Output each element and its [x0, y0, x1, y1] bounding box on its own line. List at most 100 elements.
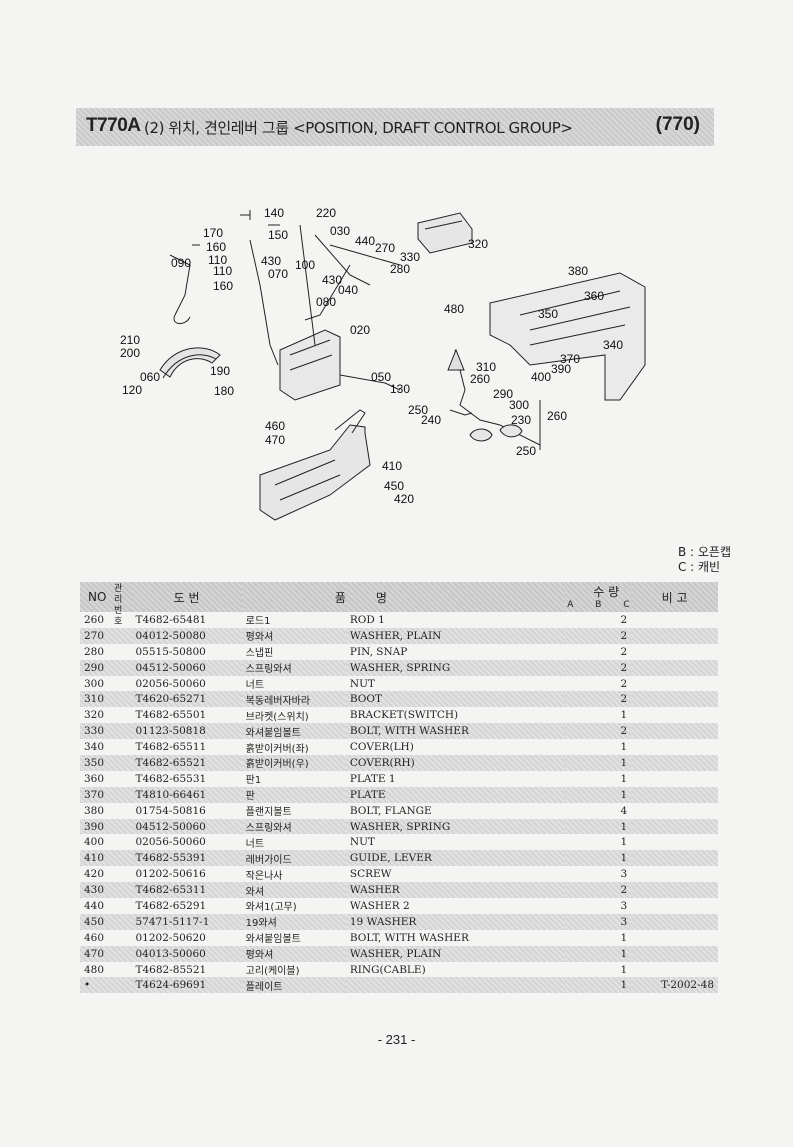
header-qty-c: C — [623, 600, 630, 610]
cell-qty: 2 — [620, 645, 628, 658]
cell-qty: 2 — [620, 677, 628, 690]
cell-name-kr: 와셔붙임볼트 — [241, 723, 346, 740]
cell-name-en: BOLT, WITH WASHER — [345, 723, 566, 740]
cell-qty: 1 — [620, 709, 628, 722]
cell-name-kr: 와셔붙임볼트 — [245, 934, 301, 946]
cell-remarks — [631, 676, 718, 692]
cell-name-en: BRACKET(SWITCH) — [349, 709, 459, 722]
cell-name-en: RING(CABLE) — [349, 963, 426, 976]
callout-430b: 430 — [322, 273, 342, 287]
cell-no: 310 — [80, 691, 132, 708]
cell-drawing-no: T4620-65271 — [131, 691, 242, 708]
cell-name-kr: 너트 — [245, 838, 265, 850]
cell-name-kr: 와셔1(고무) — [245, 902, 297, 914]
cell-qty: 4 — [620, 804, 628, 817]
cell-name-en: COVER(LH) — [349, 741, 414, 754]
callout-470: 470 — [265, 433, 285, 447]
cab-type-legend: B : 오픈캡 C : 캐빈 — [678, 545, 731, 575]
callout-330: 330 — [400, 250, 420, 264]
cell-qty: 1 — [620, 836, 628, 849]
callout-340: 340 — [603, 338, 623, 352]
callout-260b: 260 — [547, 409, 567, 423]
cell-remarks — [631, 612, 718, 628]
callout-170: 170 — [203, 226, 223, 240]
col-drawing: 도 번 — [131, 582, 242, 612]
cell-name-kr: 흙받이커버(우) — [241, 755, 346, 771]
cell-no: 260 — [84, 613, 105, 626]
cell-name-en: 19 WASHER — [345, 913, 566, 930]
cell-name-en: WASHER, PLAIN — [345, 627, 566, 644]
cell-qty: 2 — [565, 723, 632, 740]
cell-name-kr: 브라켓(스위치) — [245, 711, 309, 723]
callout-300: 300 — [509, 398, 529, 412]
page-number: - 231 - — [377, 1032, 416, 1047]
callout-420: 420 — [394, 492, 414, 506]
cell-qty: 1 — [565, 850, 632, 867]
cell-remarks — [631, 739, 718, 755]
cell-remarks: T-2002-48 — [631, 977, 718, 994]
col-name-left: 품 — [241, 582, 346, 612]
cell-name-kr: 복동레버자바라 — [241, 691, 346, 708]
header-qty-a: A — [567, 600, 574, 610]
model-code: T770A — [86, 115, 141, 136]
cell-remarks — [631, 930, 718, 946]
cell-name-en: NUT — [349, 836, 375, 849]
callout-160b: 160 — [213, 279, 233, 293]
callout-090: 090 — [171, 256, 191, 270]
cell-name-kr: 플랜지볼트 — [245, 807, 292, 819]
cell-name-en: WASHER — [345, 882, 566, 899]
cell-name-en: WASHER, PLAIN — [345, 945, 566, 962]
callout-240: 240 — [421, 413, 441, 427]
cell-no: 430 — [80, 882, 132, 899]
cell-name-en: WASHER 2 — [349, 899, 410, 912]
cell-drawing-no: T4624-69691 — [131, 977, 242, 994]
cell-name-kr: 레버가이드 — [241, 850, 346, 867]
cell-remarks — [631, 882, 718, 899]
cell-qty: 2 — [565, 691, 632, 708]
callout-110b: 110 — [213, 264, 232, 278]
callout-100: 100 — [295, 258, 315, 272]
callout-270: 270 — [375, 241, 395, 255]
cell-drawing-no: T4682-65311 — [131, 882, 242, 899]
cell-remarks — [631, 786, 718, 803]
callout-030: 030 — [330, 224, 350, 238]
header-qty-b: B — [595, 600, 602, 610]
cell-qty: 1 — [565, 977, 632, 994]
cell-drawing-no: 02056-50060 — [135, 677, 206, 690]
cell-remarks — [631, 707, 718, 723]
cell-remarks — [631, 818, 718, 835]
callout-050: 050 — [371, 370, 391, 384]
cell-remarks — [631, 898, 718, 914]
cell-drawing-no: 01123-50818 — [131, 723, 242, 740]
callout-360: 360 — [584, 289, 604, 303]
callout-180: 180 — [214, 384, 234, 398]
cell-drawing-no: 04512-50060 — [131, 818, 242, 835]
cell-drawing-no: 02056-50060 — [135, 836, 206, 849]
cell-qty: 1 — [565, 755, 632, 771]
cell-qty: 1 — [565, 786, 632, 803]
cell-drawing-no: 05515-50800 — [135, 645, 206, 658]
cell-name-kr: 판 — [241, 786, 346, 803]
header-no: NO — [88, 590, 107, 604]
cell-name-en: GUIDE, LEVER — [345, 850, 566, 867]
callout-460: 460 — [265, 419, 285, 433]
cell-qty: 1 — [565, 818, 632, 835]
cell-drawing-no: 01754-50816 — [135, 804, 206, 817]
cell-no: 340 — [84, 741, 105, 754]
cell-no: • — [80, 977, 132, 994]
callout-150: 150 — [268, 228, 288, 242]
cell-qty: 1 — [620, 772, 628, 785]
cell-no: 270 — [80, 627, 132, 644]
legend-c: C : 캐빈 — [677, 560, 721, 574]
